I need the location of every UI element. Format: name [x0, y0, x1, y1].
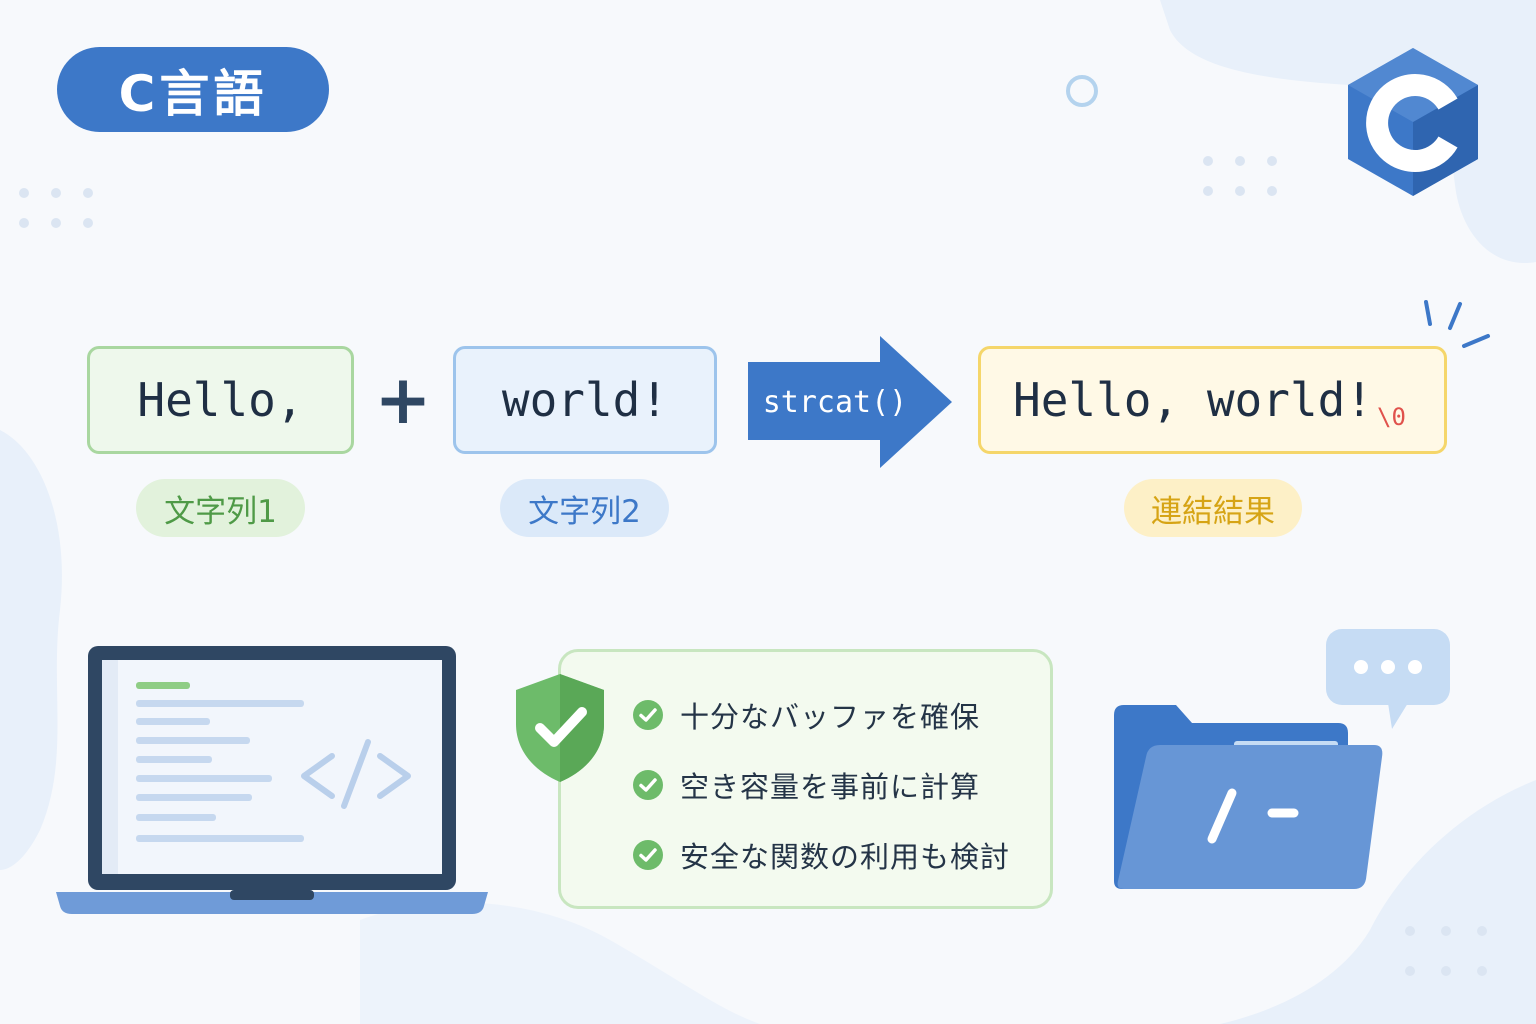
- string2-box: world!: [453, 346, 717, 454]
- background-blob-bottom-right: [1220, 780, 1536, 1024]
- string2-tag: 文字列2: [500, 479, 669, 537]
- null-terminator: \0: [1377, 403, 1406, 431]
- string1-box: Hello,: [87, 346, 354, 454]
- string1-value: Hello,: [137, 373, 304, 427]
- checklist-text: 空き容量を事前に計算: [680, 770, 981, 804]
- checklist-item: 十分なバッファを確保: [632, 694, 980, 736]
- checklist-text: 安全な関数の利用も検討: [680, 840, 1011, 874]
- background-blob-bottom: [360, 902, 760, 1024]
- check-circle-icon: [633, 770, 663, 800]
- check-circle-icon: [633, 840, 663, 870]
- string2-value: world!: [501, 373, 669, 427]
- check-circle-icon: [633, 700, 663, 730]
- decorative-dots-top: [1203, 156, 1277, 196]
- background-blob-left: [0, 430, 62, 870]
- plus-operator: +: [374, 360, 432, 440]
- decorative-dots-bottom-right: [1405, 926, 1487, 976]
- decorative-dots-left: [19, 188, 93, 228]
- decorative-ring-icon: [1066, 75, 1098, 107]
- c-language-logo-icon: [1348, 48, 1478, 196]
- result-tag: 連結結果: [1124, 479, 1302, 537]
- sparkle-icon: [1424, 300, 1490, 348]
- strcat-function-label: strcat(): [762, 384, 908, 420]
- checklist-text: 十分なバッファを確保: [680, 700, 981, 734]
- result-box: Hello, world! \0: [978, 346, 1447, 454]
- strcat-arrow: [748, 336, 952, 468]
- laptop-code-icon: [56, 646, 488, 914]
- folder-terminal-icon: [1114, 705, 1383, 889]
- result-value: Hello, world!: [1013, 373, 1374, 427]
- checklist-item: 空き容量を事前に計算: [632, 764, 980, 806]
- string1-tag: 文字列1: [136, 479, 305, 537]
- shield-check-icon: [516, 674, 604, 782]
- title-badge: C言語: [57, 47, 329, 132]
- checklist-item: 安全な関数の利用も検討: [632, 834, 1010, 876]
- chat-bubble-icon: [1326, 629, 1450, 729]
